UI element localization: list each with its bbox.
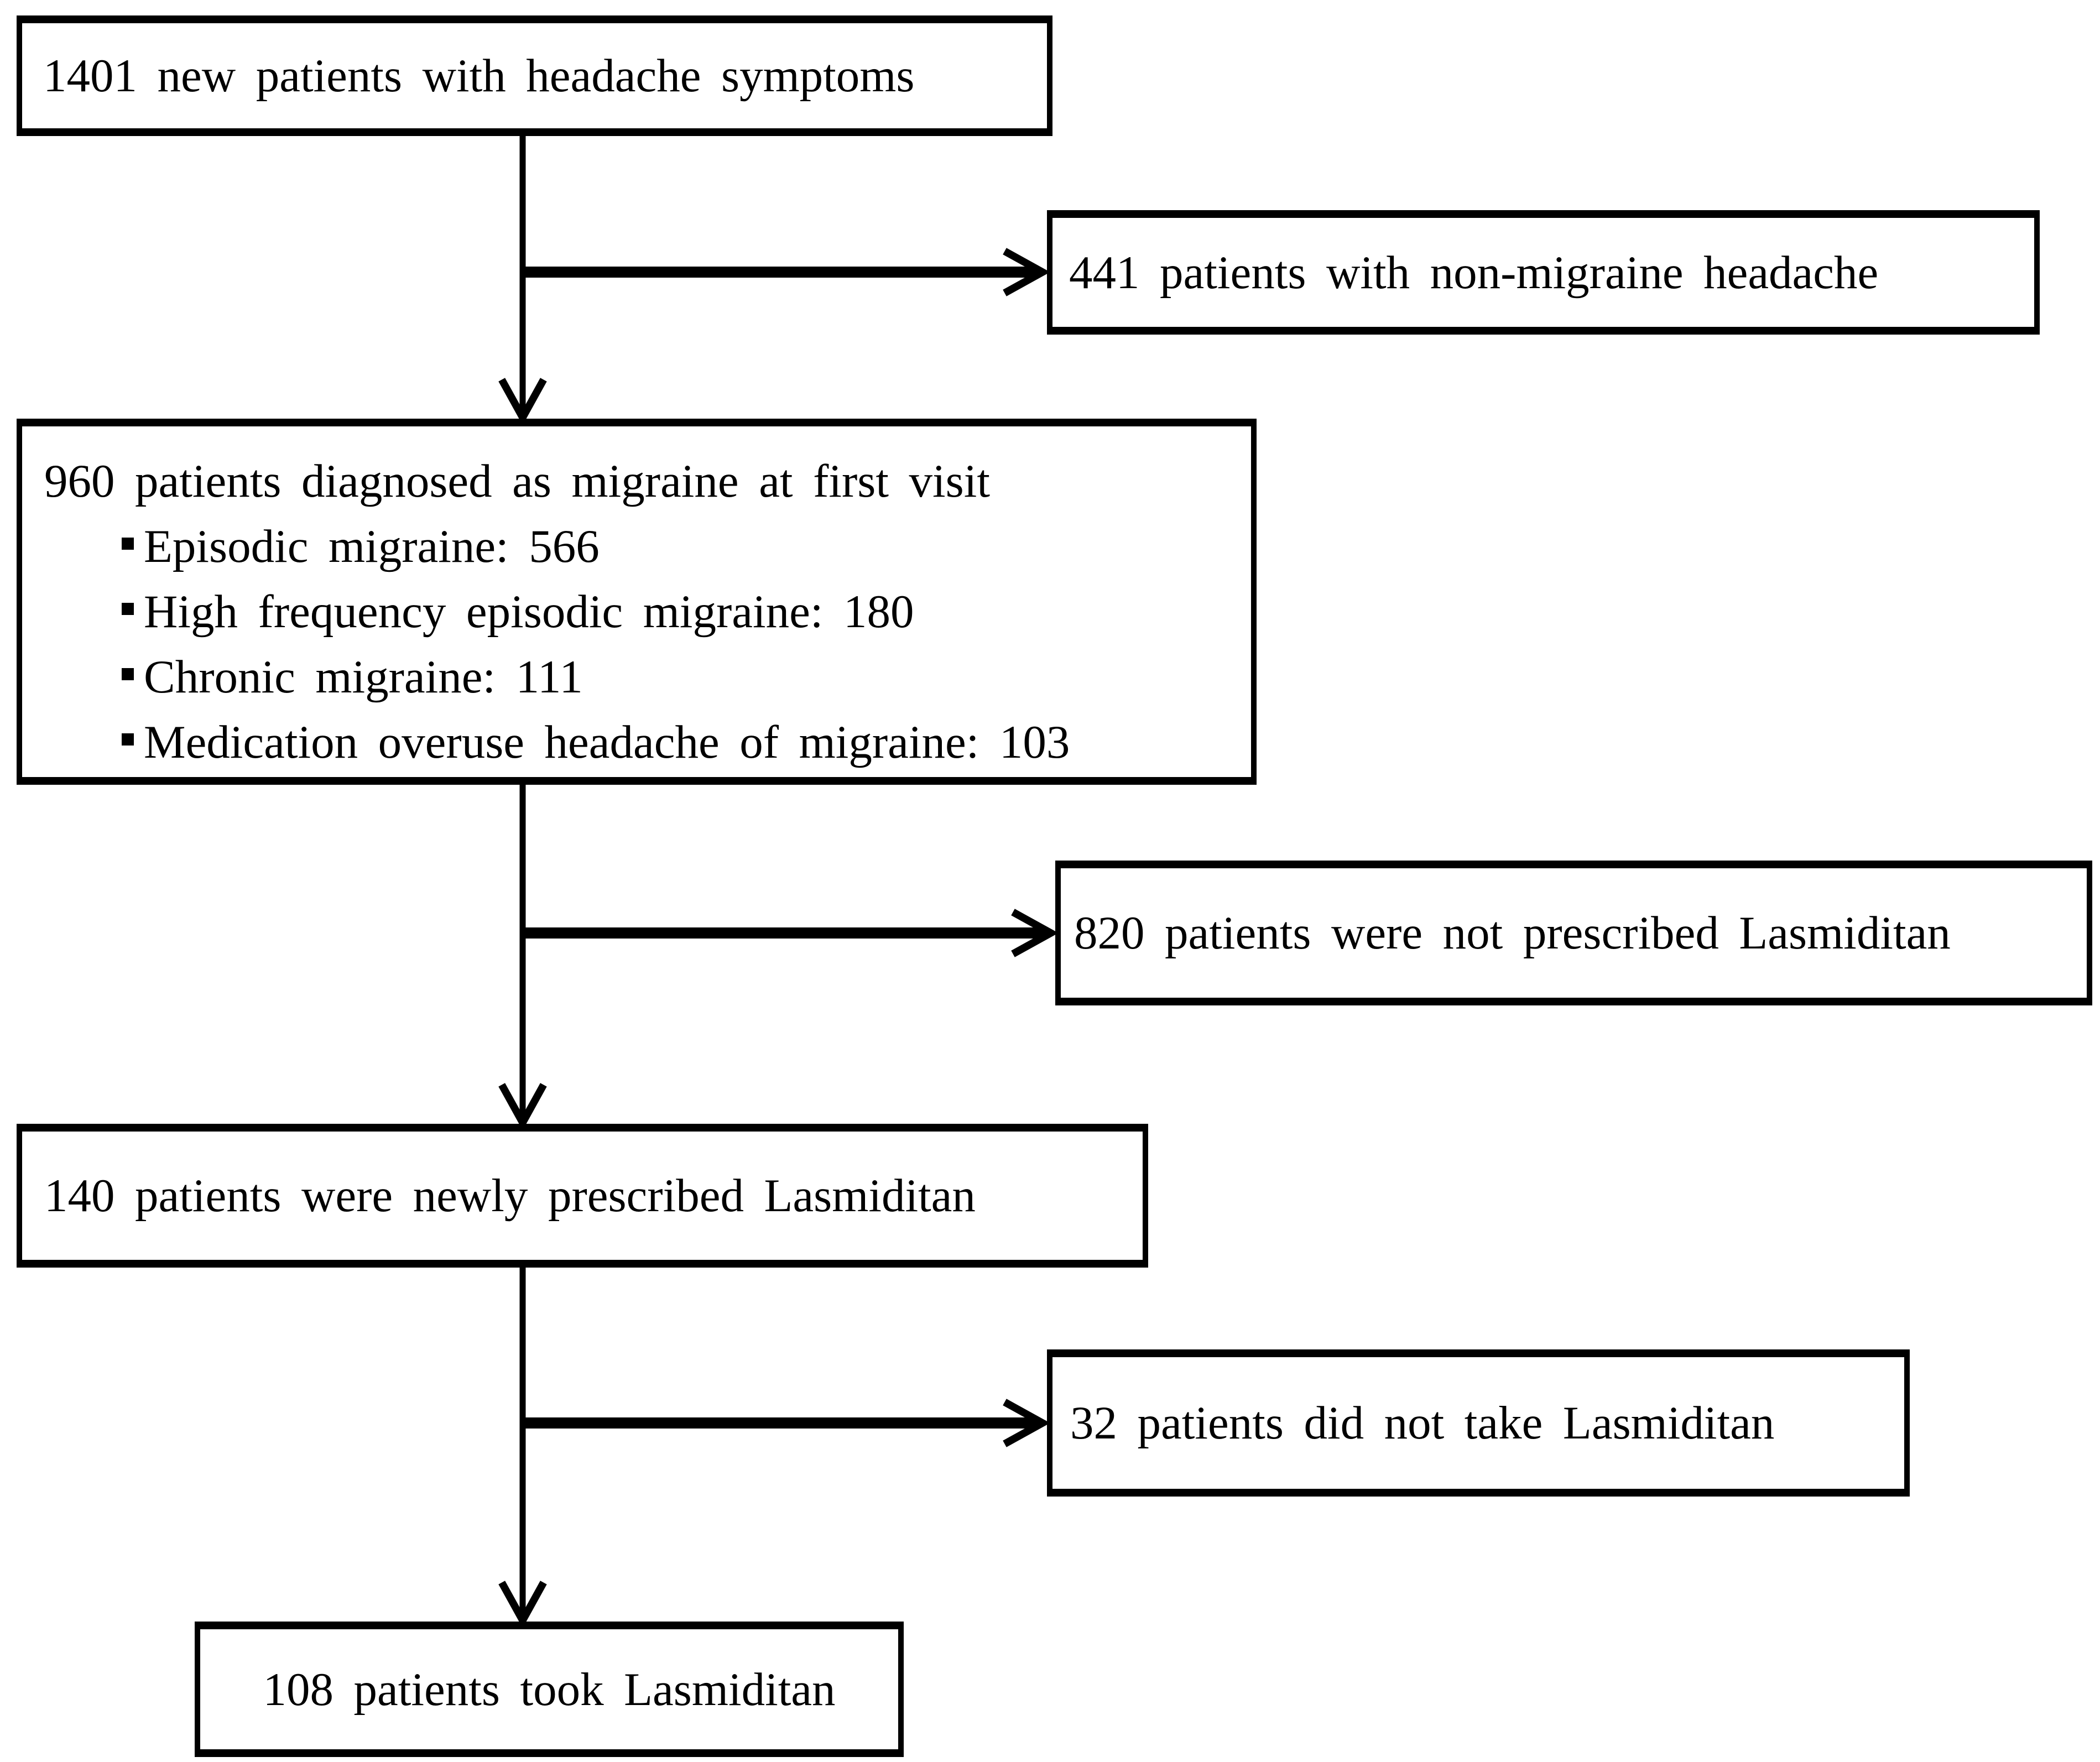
list-item-medication-overuse: Medication overuse headache of migraine:… xyxy=(122,710,1242,775)
list-item-chronic-label: Chronic migraine: 111 xyxy=(144,651,583,703)
bullet-icon xyxy=(122,668,134,680)
box-did-not-take-label: 32 patients did not take Lasmiditan xyxy=(1070,1397,1775,1449)
list-item-episodic-label: Episodic migraine: 566 xyxy=(144,520,600,572)
bullet-icon xyxy=(122,537,134,550)
box-not-prescribed: 820 patients were not prescribed Lasmidi… xyxy=(1055,861,2092,1005)
box-new-patients-label: 1401 new patients with headache symptoms xyxy=(43,50,915,102)
bullet-icon xyxy=(122,602,134,615)
list-item-medication-overuse-label: Medication overuse headache of migraine:… xyxy=(144,716,1070,768)
box-not-prescribed-label: 820 patients were not prescribed Lasmidi… xyxy=(1074,907,1951,959)
box-newly-prescribed-label: 140 patients were newly prescribed Lasmi… xyxy=(44,1170,976,1222)
list-item-chronic: Chronic migraine: 111 xyxy=(122,644,1242,710)
box-non-migraine: 441 patients with non-migraine headache xyxy=(1047,210,2040,335)
box-new-patients: 1401 new patients with headache symptoms xyxy=(17,15,1052,136)
box-newly-prescribed: 140 patients were newly prescribed Lasmi… xyxy=(17,1124,1148,1268)
box-took-lasmiditan: 108 patients took Lasmiditan xyxy=(195,1622,904,1757)
box-took-lasmiditan-label: 108 patients took Lasmiditan xyxy=(263,1663,836,1716)
box-did-not-take: 32 patients did not take Lasmiditan xyxy=(1047,1349,1910,1497)
box-migraine-diagnosed: 960 patients diagnosed as migraine at fi… xyxy=(17,419,1257,785)
bullet-icon xyxy=(122,733,134,746)
list-item-episodic: Episodic migraine: 566 xyxy=(122,514,1242,579)
box-migraine-diagnosed-title: 960 patients diagnosed as migraine at fi… xyxy=(44,455,990,507)
list-item-high-frequency-label: High frequency episodic migraine: 180 xyxy=(144,586,914,638)
box-non-migraine-label: 441 patients with non-migraine headache xyxy=(1069,246,1879,299)
list-item-high-frequency: High frequency episodic migraine: 180 xyxy=(122,579,1242,644)
